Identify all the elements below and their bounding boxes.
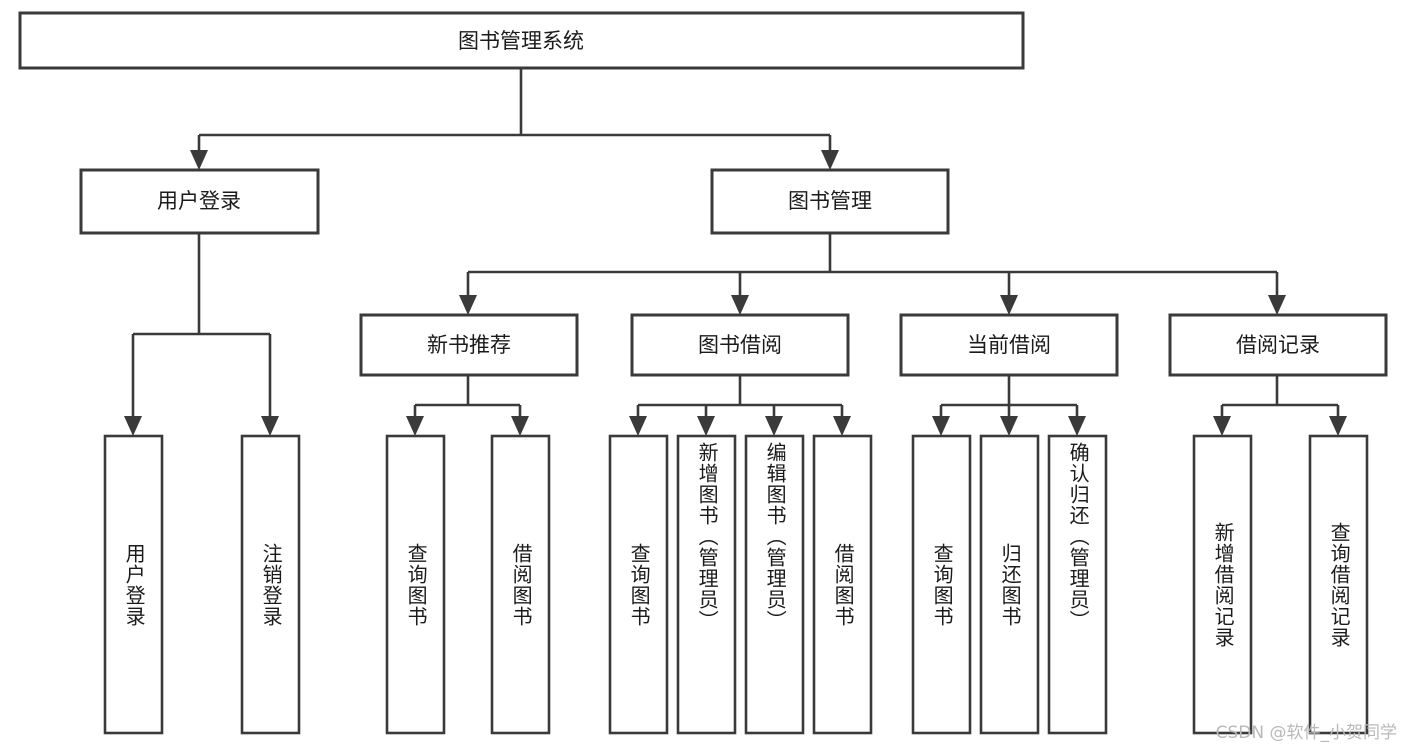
node-current-borrow[interactable] xyxy=(899,313,1119,377)
node-root[interactable] xyxy=(18,11,1025,70)
node-book-borrow[interactable] xyxy=(630,313,850,377)
arrowhead-leaf-confirm-return xyxy=(1068,416,1086,436)
node-leaf-query-book-3[interactable] xyxy=(911,434,972,735)
node-leaf-add-borrow-record[interactable] xyxy=(1192,434,1253,735)
node-leaf-query-book-2[interactable] xyxy=(608,434,669,735)
node-leaf-borrow-book-2[interactable] xyxy=(812,434,873,735)
node-borrow-record[interactable] xyxy=(1168,313,1388,377)
arrowhead-book-borrow xyxy=(731,295,749,315)
arrowhead-leaf-user-logout xyxy=(261,416,279,436)
arrowhead-leaf-query-borrow-record xyxy=(1329,416,1347,436)
node-leaf-confirm-return[interactable] xyxy=(1047,434,1108,735)
arrowhead-user-login xyxy=(190,150,208,170)
arrowhead-leaf-query-book-3 xyxy=(932,416,950,436)
arrowhead-leaf-return-book xyxy=(1000,416,1018,436)
arrowhead-book-management xyxy=(821,150,839,170)
node-new-book-recommend-label: 新书推荐 xyxy=(427,333,511,357)
node-leaf-edit-book[interactable] xyxy=(744,434,805,735)
node-user-login[interactable] xyxy=(79,168,320,235)
node-book-management[interactable] xyxy=(710,168,950,235)
node-leaf-borrow-book-1[interactable] xyxy=(490,434,551,735)
watermark-text: CSDN @软件_小贺同学 xyxy=(1215,723,1397,743)
node-new-book-recommend[interactable] xyxy=(359,313,579,377)
arrowhead-leaf-query-book-1 xyxy=(406,416,424,436)
node-user-login-label: 用户登录 xyxy=(157,189,241,213)
node-leaf-user-login[interactable] xyxy=(103,434,164,735)
node-current-borrow-label: 当前借阅 xyxy=(967,333,1051,357)
arrowhead-leaf-user-login xyxy=(124,416,142,436)
node-root-label: 图书管理系统 xyxy=(458,29,584,53)
arrowhead-leaf-query-book-2 xyxy=(629,416,647,436)
connector-group xyxy=(124,68,1347,436)
arrowhead-leaf-edit-book xyxy=(765,416,783,436)
arrowhead-leaf-add-book xyxy=(697,416,715,436)
node-leaf-query-book-1[interactable] xyxy=(385,434,446,735)
node-leaf-user-logout[interactable] xyxy=(240,434,301,735)
node-leaf-return-book[interactable] xyxy=(979,434,1040,735)
node-book-borrow-label: 图书借阅 xyxy=(698,333,782,357)
node-book-management-label: 图书管理 xyxy=(788,189,872,213)
arrowhead-leaf-borrow-book-1 xyxy=(511,416,529,436)
node-box-group: 图书管理系统 用户登录 图书管理 新书推荐 图书借阅 当前借阅 借阅记录 xyxy=(18,11,1388,735)
node-leaf-query-borrow-record[interactable] xyxy=(1308,434,1369,735)
arrowhead-borrow-record xyxy=(1268,295,1286,315)
arrowhead-current-borrow xyxy=(1000,295,1018,315)
arrowhead-leaf-add-borrow-record xyxy=(1213,416,1231,436)
node-borrow-record-label: 借阅记录 xyxy=(1236,333,1320,357)
node-leaf-add-book[interactable] xyxy=(676,434,737,735)
arrowhead-new-book-recommend xyxy=(459,295,477,315)
arrowhead-leaf-borrow-book-2 xyxy=(833,416,851,436)
